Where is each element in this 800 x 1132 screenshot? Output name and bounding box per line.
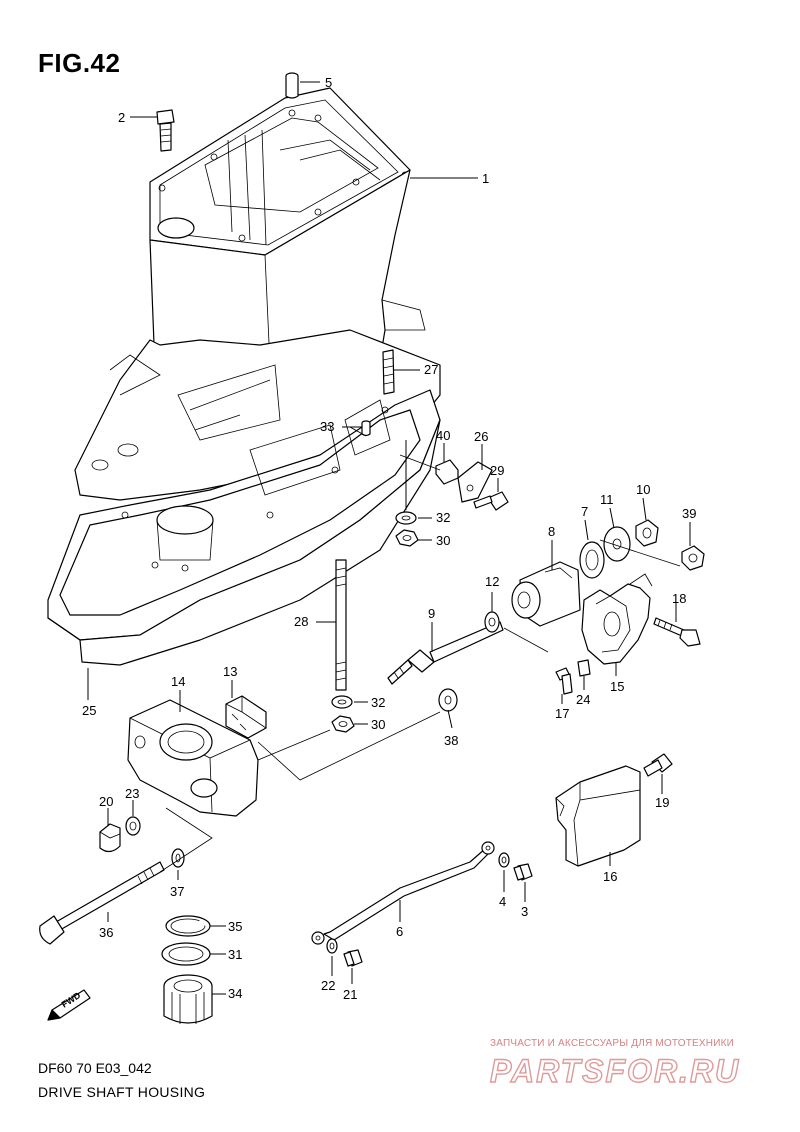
callout-6: 6 <box>396 924 403 939</box>
callout-7: 7 <box>581 504 588 519</box>
callout-29: 29 <box>490 463 504 478</box>
watermark-logo: PARTSFOR.RU <box>489 1052 740 1089</box>
nut-part-39 <box>681 545 705 571</box>
washer-part-32-lower <box>331 695 353 709</box>
washer-part-38 <box>438 688 458 712</box>
callout-27: 27 <box>424 362 438 377</box>
long-bolt-part-36 <box>39 861 165 945</box>
callout-37: 37 <box>170 884 184 899</box>
callout-23: 23 <box>125 786 139 801</box>
plate-part-26 <box>457 461 493 503</box>
collar-part-24 <box>577 659 591 677</box>
stud-part-28 <box>335 559 347 691</box>
callout-39: 39 <box>682 506 696 521</box>
fwd-arrow-icon <box>47 989 91 1021</box>
stud-bolt-part-27 <box>382 349 395 395</box>
callout-15: 15 <box>610 679 624 694</box>
diagram-caption: DRIVE SHAFT HOUSING <box>38 1084 206 1100</box>
callout-5: 5 <box>325 75 332 90</box>
bushing-part-34 <box>163 974 213 1024</box>
callout-3: 3 <box>521 904 528 919</box>
callout-34: 34 <box>228 986 242 1001</box>
bolt-part-18 <box>653 617 701 647</box>
callout-19: 19 <box>655 795 669 810</box>
callout-26: 26 <box>474 429 488 444</box>
rubber-mount-part-8 <box>511 561 581 627</box>
callout-40: 40 <box>436 428 450 443</box>
cap-nut-part-20 <box>99 823 121 853</box>
callout-2: 2 <box>118 110 125 125</box>
drive-shaft-housing-upper <box>149 87 426 371</box>
dowel-pin-part-5 <box>285 72 299 99</box>
washer-part-7 <box>579 541 605 579</box>
circlip-part-35 <box>165 915 211 937</box>
washer-part-12 <box>484 611 500 633</box>
bolt-part-17 <box>555 667 573 695</box>
callout-1: 1 <box>482 171 489 186</box>
callout-38: 38 <box>444 733 458 748</box>
callout-33: 33 <box>320 419 334 434</box>
bracket-part-15 <box>581 573 653 665</box>
callout-35: 35 <box>228 919 242 934</box>
leader-lines <box>87 81 691 995</box>
nut-part-30-lower <box>331 715 355 733</box>
callout-24: 24 <box>576 692 590 707</box>
callout-12: 12 <box>485 574 499 589</box>
callout-31: 31 <box>228 947 242 962</box>
callout-4: 4 <box>499 894 506 909</box>
callout-32-lower: 32 <box>371 695 385 710</box>
bolt-part-29 <box>473 491 509 511</box>
screw-part-3 <box>513 863 533 881</box>
washer-part-37 <box>171 848 185 868</box>
watermark-logo-text: PARTSFOR.RU <box>490 1053 740 1089</box>
cushion-part-13 <box>225 695 267 739</box>
mount-bolt-part-9 <box>387 621 504 685</box>
drive-shaft-housing-lower <box>47 329 441 666</box>
callout-21: 21 <box>343 987 357 1002</box>
callout-30-lower: 30 <box>371 717 385 732</box>
callout-32-upper: 32 <box>436 510 450 525</box>
nut-part-30-upper <box>395 529 419 547</box>
dowel-pin-part-33 <box>361 420 371 437</box>
washer-part-23 <box>125 816 141 836</box>
callout-17: 17 <box>555 706 569 721</box>
mount-cushion-part-40 <box>435 459 459 485</box>
watermark-tagline: ЗАПЧАСТИ И АКСЕССУАРЫ ДЛЯ МОТОТЕХНИКИ <box>490 1038 735 1049</box>
washer-part-11 <box>603 526 631 562</box>
callout-36: 36 <box>99 925 113 940</box>
callout-20: 20 <box>99 794 113 809</box>
washer-part-32-upper <box>395 511 417 525</box>
lower-mount-housing-part-14 <box>127 699 259 817</box>
screw-part-21 <box>343 949 363 967</box>
callout-16: 16 <box>603 869 617 884</box>
anode-cover-part-16 <box>555 765 641 867</box>
callout-28: 28 <box>294 614 308 629</box>
figure-title: FIG.42 <box>38 48 121 78</box>
washer-part-31 <box>161 942 211 966</box>
bolt-part-2 <box>156 109 175 152</box>
callout-13: 13 <box>223 664 237 679</box>
diagram-code: DF60 70 E03_042 <box>38 1060 152 1076</box>
screw-part-19 <box>643 753 673 777</box>
callout-9: 9 <box>428 606 435 621</box>
callout-18: 18 <box>672 591 686 606</box>
callout-numbers: 1 2 3 4 5 6 7 8 9 10 11 12 13 14 15 16 1… <box>60 75 697 1010</box>
callout-10: 10 <box>636 482 650 497</box>
ground-cable-part-6 <box>311 841 495 945</box>
callout-30-upper: 30 <box>436 533 450 548</box>
washer-part-22 <box>326 938 338 954</box>
callout-14: 14 <box>171 674 185 689</box>
callout-11: 11 <box>600 492 614 507</box>
callout-22: 22 <box>321 978 335 993</box>
callout-25: 25 <box>82 703 96 718</box>
washer-part-4 <box>498 852 510 868</box>
callout-8: 8 <box>548 524 555 539</box>
nut-part-10 <box>635 519 659 547</box>
